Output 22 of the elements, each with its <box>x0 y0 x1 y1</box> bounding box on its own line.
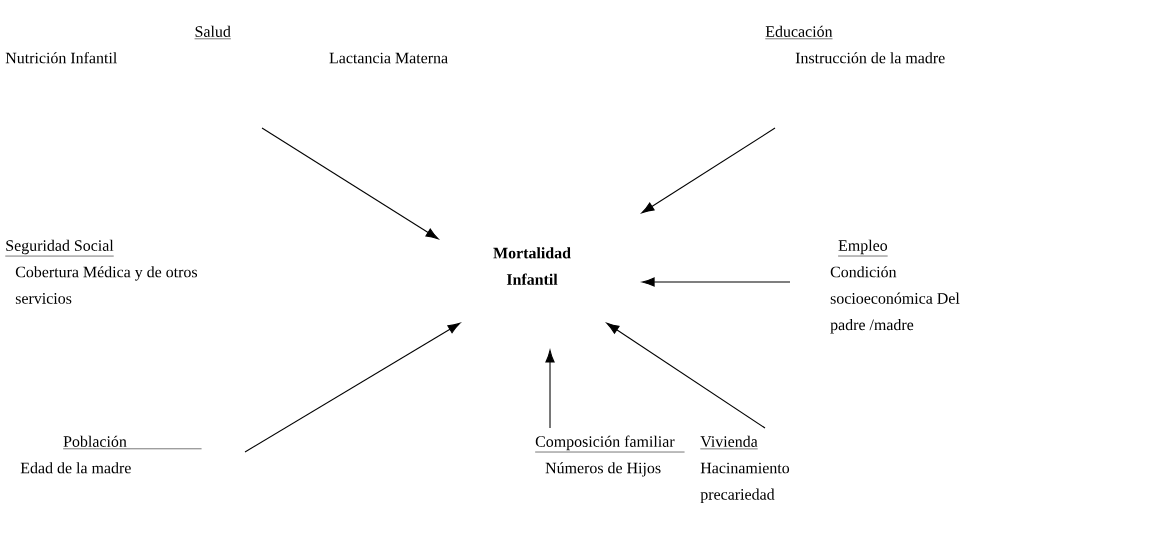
arrow <box>641 277 791 287</box>
heading-text: Empleo <box>837 239 888 257</box>
body-text: Números de Hijos <box>545 462 661 477</box>
arrow <box>641 127 776 214</box>
body-text: Edad de la madre <box>20 462 131 474</box>
body-text: Cobertura Médica y de otros servicios <box>15 266 198 304</box>
arrow <box>606 322 766 429</box>
body-text: Condición socioeconómica Del padre /madre <box>830 266 960 334</box>
body-text: Instrucción de la madre <box>795 52 945 64</box>
heading-text: Composición familiar <box>534 435 685 453</box>
arrow <box>244 322 461 453</box>
arrow <box>261 127 439 240</box>
heading-text: Seguridad Social <box>5 239 114 257</box>
body-text: Hacinamiento precariedad <box>700 462 790 504</box>
title-text: Mortalidad Infantil <box>493 247 571 285</box>
heading-text: Educación <box>765 25 833 40</box>
body-text: Lactancia Materna <box>329 52 448 64</box>
heading-text: Vivienda <box>700 435 758 450</box>
body-text: Nutrición Infantil <box>5 52 117 64</box>
heading-text: Población <box>62 435 202 450</box>
arrow <box>545 349 555 429</box>
heading-text: Salud <box>194 25 232 40</box>
